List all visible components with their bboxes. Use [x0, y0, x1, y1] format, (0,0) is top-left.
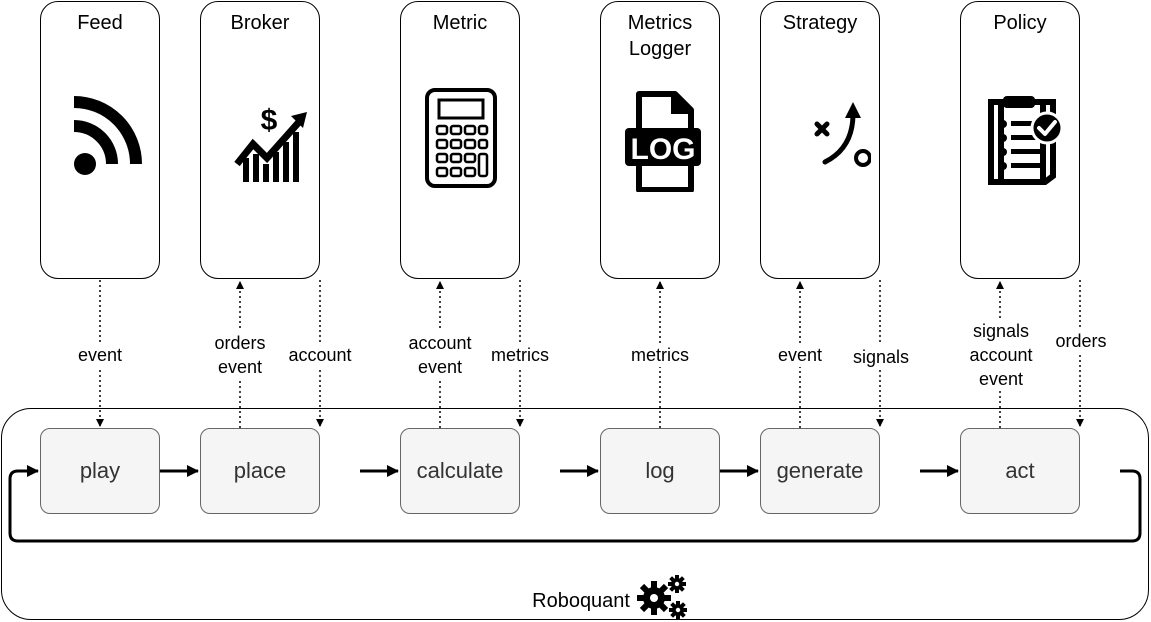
flow-label-feed-out: event	[70, 343, 130, 367]
component-strategy: Strategy	[760, 1, 880, 279]
flow-label-broker-out: account	[282, 343, 358, 367]
step-log: log	[600, 428, 720, 514]
app-name-label: Roboquant	[532, 590, 630, 612]
component-title: Metric	[432, 12, 488, 34]
flow-label-strategy-out: signals	[846, 345, 916, 369]
strategy-play-icon	[814, 102, 871, 167]
flow-label-metric-out: metrics	[485, 343, 555, 367]
step-place: place	[200, 428, 320, 514]
step-generate: generate	[760, 428, 880, 514]
gears-icon	[637, 575, 687, 619]
component-policy: Policy	[960, 1, 1080, 279]
log-file-icon: LOG	[625, 91, 701, 192]
flow-label-policy-in: signals account event	[962, 319, 1040, 391]
flow-label-policy-out: orders	[1048, 329, 1114, 353]
flow-label-metric-in: account event	[400, 331, 480, 379]
flow-label-logger-in: metrics	[625, 343, 695, 367]
step-play: play	[40, 428, 160, 514]
dollar-growth-chart-icon: $	[234, 104, 307, 182]
component-metric: Metric	[400, 1, 520, 279]
rss-feed-icon	[73, 96, 142, 175]
svg-text:LOG: LOG	[631, 133, 696, 166]
step-calculate: calculate	[400, 428, 520, 514]
component-title: Policy	[993, 12, 1047, 34]
component-title: Broker	[230, 12, 290, 34]
component-metrics-logger: Metrics Logger LOG	[600, 1, 720, 279]
component-feed: Feed	[40, 1, 160, 279]
flow-label-strategy-in: event	[770, 343, 830, 367]
flow-label-broker-in: orders event	[205, 331, 275, 379]
calculator-icon	[425, 88, 497, 188]
step-act: act	[960, 428, 1080, 514]
clipboard-check-icon	[988, 96, 1064, 185]
component-broker: Broker $	[200, 1, 320, 279]
component-title: Feed	[77, 12, 123, 34]
component-title: Strategy	[782, 12, 858, 34]
svg-text:$: $	[261, 104, 278, 137]
component-title: Metrics Logger	[627, 12, 693, 60]
